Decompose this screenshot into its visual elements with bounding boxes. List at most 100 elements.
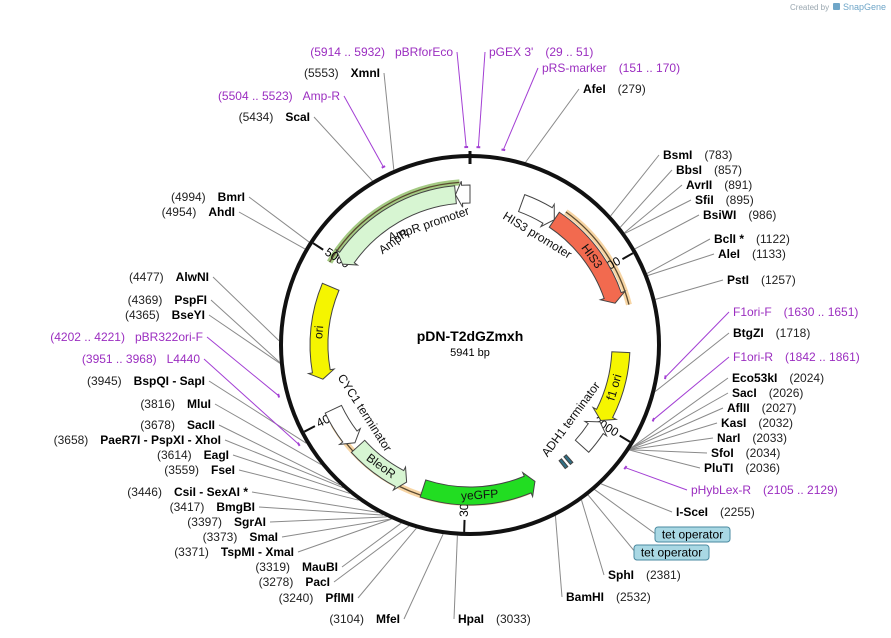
enzyme-leader-line: [654, 332, 730, 392]
enzyme-name: I-SceI: [676, 505, 708, 519]
enzyme-bcli[interactable]: BclI *(1122): [714, 232, 790, 246]
enzyme-position: (4365): [125, 308, 160, 322]
enzyme-afei[interactable]: AfeI(279): [583, 82, 646, 96]
enzyme-position: (5434): [239, 110, 274, 124]
tet-operator-callout[interactable]: tet operator: [633, 544, 710, 561]
feature-cyc1-terminator: [324, 404, 362, 446]
enzyme-leader-line: [297, 518, 392, 553]
enzyme-sgrai[interactable]: SgrAI(3397): [187, 515, 266, 529]
enzyme-leader-line: [581, 499, 605, 576]
enzyme-name: PacI: [305, 575, 330, 589]
feature-tet-operator: [558, 458, 569, 470]
tet-operator-callout[interactable]: tet operator: [654, 526, 731, 543]
primer-range: (2105 .. 2129): [763, 483, 838, 497]
primer-pbrforeco[interactable]: pBRforEco (5914 .. 5932): [310, 45, 453, 59]
primer-leader-line: [203, 358, 300, 445]
enzyme-pspfi[interactable]: PspFI (4369): [128, 293, 207, 307]
primer-pgex-3[interactable]: pGEX 3'(29 .. 51): [489, 45, 593, 59]
enzyme-i-scei[interactable]: I-SceI(2255): [676, 505, 755, 519]
enzyme-leader-line: [251, 491, 379, 513]
enzyme-position: (4994): [171, 190, 206, 204]
enzyme-mlui[interactable]: MluI(3816): [140, 397, 211, 411]
enzyme-name: ScaI: [285, 110, 310, 124]
enzyme-bamhi[interactable]: BamHI(2532): [566, 590, 651, 604]
enzyme-name: BmgBI: [216, 500, 255, 514]
enzyme-ahdi[interactable]: AhdI(4954): [162, 205, 235, 219]
primer-f1ori-r[interactable]: F1ori-R(1842 .. 1861): [733, 350, 860, 364]
enzyme-kasi[interactable]: KasI(2032): [721, 416, 793, 430]
enzyme-csii-sexai[interactable]: CsiI - SexAI *(3446): [127, 485, 248, 499]
enzyme-alei[interactable]: AleI(1133): [718, 247, 786, 261]
enzyme-pflmi[interactable]: PflMI(3240): [279, 591, 354, 605]
enzyme-leader-line: [313, 116, 373, 182]
enzyme-name: PspFI: [174, 293, 207, 307]
enzyme-psti[interactable]: PstI(1257): [727, 273, 796, 287]
enzyme-name: SphI: [608, 568, 634, 582]
enzyme-position: (4954): [162, 205, 197, 219]
plasmid-name: pDN-T2dGZmxh: [417, 328, 524, 344]
enzyme-sacii[interactable]: SacII(3678): [140, 418, 215, 432]
primer-name: pBRforEco: [395, 45, 453, 59]
enzyme-bspqi-sapi[interactable]: BspQI - SapI(3945): [87, 374, 205, 388]
primer-leader-line: [664, 311, 730, 378]
enzyme-bbsi[interactable]: BbsI(857): [676, 163, 742, 177]
enzyme-bsmi[interactable]: BsmI(783): [663, 148, 732, 162]
enzyme-saci[interactable]: SacI(2026): [732, 386, 803, 400]
enzyme-leader-line: [610, 154, 660, 217]
tick-mark: [303, 425, 316, 433]
primer-amp-r[interactable]: Amp-R(5504 .. 5523): [218, 89, 340, 103]
enzyme-position: (3945): [87, 374, 122, 388]
enzyme-smai[interactable]: SmaI(3373): [203, 530, 278, 544]
enzyme-xmni[interactable]: XmnI(5553): [304, 66, 380, 80]
enzyme-position: (3397): [187, 515, 222, 529]
enzyme-leader-line: [214, 403, 322, 466]
enzyme-position: (2532): [616, 590, 651, 604]
enzyme-name: BclI *: [714, 232, 744, 246]
enzyme-bmri[interactable]: BmrI(4994): [171, 190, 245, 204]
enzyme-tspmi-xmai[interactable]: TspMI - XmaI(3371): [174, 545, 294, 559]
primer-phyblex-r[interactable]: pHybLex-R(2105 .. 2129): [691, 483, 838, 497]
enzyme-leader-line: [629, 449, 701, 469]
enzyme-paci[interactable]: PacI(3278): [259, 575, 330, 589]
primer-f1ori-f[interactable]: F1ori-F(1630 .. 1651): [733, 305, 858, 319]
enzyme-bsiwi[interactable]: BsiWI(986): [703, 208, 776, 222]
primer-l4440[interactable]: L4440(3951 .. 3968): [82, 352, 200, 366]
enzyme-pluti[interactable]: PluTI(2036): [704, 461, 780, 475]
tick-mark: [621, 252, 634, 260]
enzyme-fsei[interactable]: FseI(3559): [164, 463, 235, 477]
enzyme-avrii[interactable]: AvrII(891): [686, 178, 752, 192]
enzyme-mfei[interactable]: MfeI(3104): [329, 612, 400, 626]
enzyme-aflii[interactable]: AflII(2027): [727, 401, 796, 415]
enzyme-bmgbi[interactable]: BmgBI(3417): [170, 500, 255, 514]
enzyme-btgzi[interactable]: BtgZI(1718): [733, 326, 810, 340]
enzyme-name: SfiI: [695, 193, 714, 207]
enzyme-maubi[interactable]: MauBI(3319): [255, 560, 338, 574]
feature-ampr: [335, 185, 457, 266]
primer-prs-marker[interactable]: pRS-marker(151 .. 170): [542, 61, 680, 75]
enzyme-eco53ki[interactable]: Eco53kI(2024): [732, 371, 824, 385]
enzyme-position: (4369): [128, 293, 163, 307]
enzyme-eagi[interactable]: EagI(3614): [157, 448, 229, 462]
primer-range: (5914 .. 5932): [310, 45, 385, 59]
enzyme-leader-line: [269, 516, 387, 523]
enzyme-leader-line: [624, 199, 692, 234]
feature-tet-operator: [563, 454, 574, 466]
snapgene-brand-name: SnapGene: [843, 2, 886, 12]
enzyme-bseyi[interactable]: BseYI(4365): [125, 308, 205, 322]
enzyme-name: HpaI: [458, 612, 484, 626]
enzyme-hpai[interactable]: HpaI(3033): [458, 612, 531, 626]
enzyme-leader-line: [554, 515, 563, 598]
enzyme-sfii[interactable]: SfiI(895): [695, 193, 754, 207]
enzyme-leader-line: [224, 439, 344, 489]
enzyme-nari[interactable]: NarI(2033): [717, 431, 787, 445]
enzyme-paer7i-pspxi-xhoi[interactable]: PaeR7I - PspXI - XhoI(3658): [54, 433, 221, 447]
primer-leader-line: [343, 95, 384, 168]
enzyme-leader-line: [210, 299, 281, 363]
primer-pbr322ori-f[interactable]: pBR322ori-F(4202 .. 4221): [50, 330, 203, 344]
enzyme-position: (2027): [762, 401, 797, 415]
enzyme-leader-line: [357, 527, 417, 599]
enzyme-scai[interactable]: ScaI (5434): [239, 110, 310, 124]
enzyme-sfoi[interactable]: SfoI(2034): [711, 446, 780, 460]
enzyme-sphi[interactable]: SphI(2381): [608, 568, 681, 582]
enzyme-alwni[interactable]: AlwNI(4477): [129, 270, 209, 284]
